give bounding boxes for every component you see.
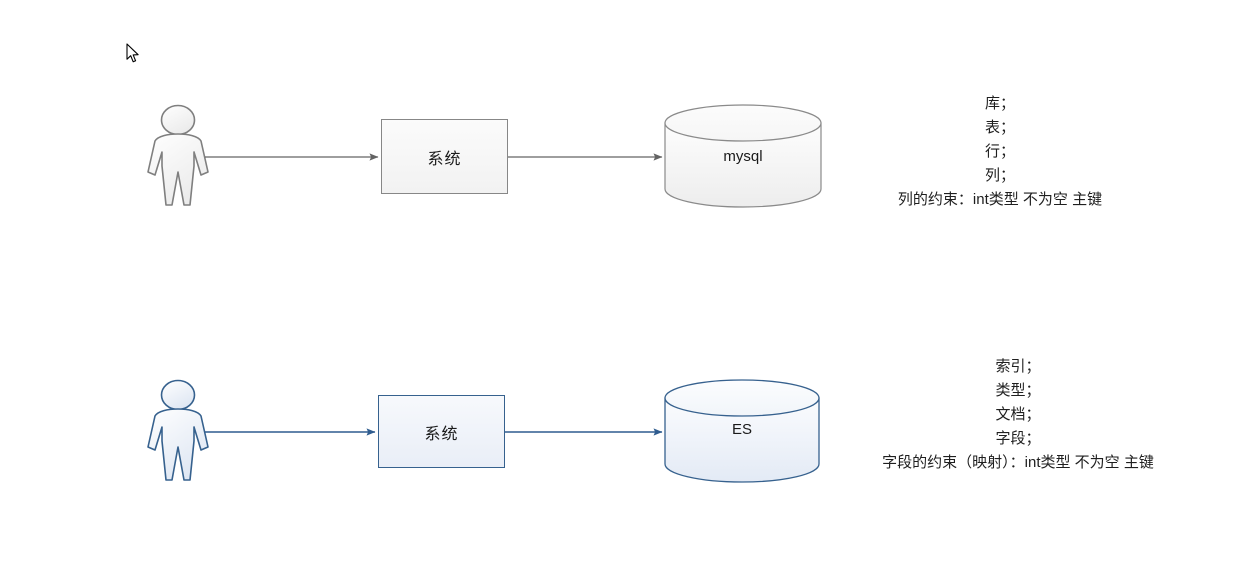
- datastore-label-mysql: mysql: [723, 148, 763, 165]
- note-line: 库；: [984, 95, 1015, 112]
- note-line: 列；: [984, 167, 1015, 184]
- actor-user-blue: [147, 379, 209, 481]
- note-line: 列的约束：int类型 不为空 主键: [897, 191, 1103, 208]
- note-mysql-concepts: 库； 表； 行； 列； 列的约束：int类型 不为空 主键: [830, 92, 1170, 212]
- datastore-cylinder-es: [664, 379, 820, 483]
- note-line: 字段的约束（映射）：int类型 不为空 主键: [882, 454, 1154, 471]
- note-line: 索引；: [995, 358, 1041, 375]
- datastore-label-es: ES: [731, 421, 752, 438]
- actor-user-gray: [147, 104, 209, 206]
- note-line: 类型；: [995, 382, 1041, 399]
- note-line: 字段；: [995, 430, 1041, 447]
- datastore-cylinder-mysql: [664, 104, 822, 208]
- note-line: 行；: [984, 143, 1015, 160]
- note-es-concepts: 索引； 类型； 文档； 字段； 字段的约束（映射）：int类型 不为空 主键: [848, 355, 1188, 475]
- process-box-label: 系统: [427, 150, 462, 168]
- process-box-label: 系统: [424, 425, 459, 443]
- note-line: 文档；: [995, 406, 1041, 423]
- process-box-system-es[interactable]: 系统: [378, 395, 505, 468]
- mouse-pointer-icon: [126, 43, 139, 63]
- note-line: 表；: [984, 119, 1015, 136]
- process-box-system-mysql[interactable]: 系统: [381, 119, 508, 194]
